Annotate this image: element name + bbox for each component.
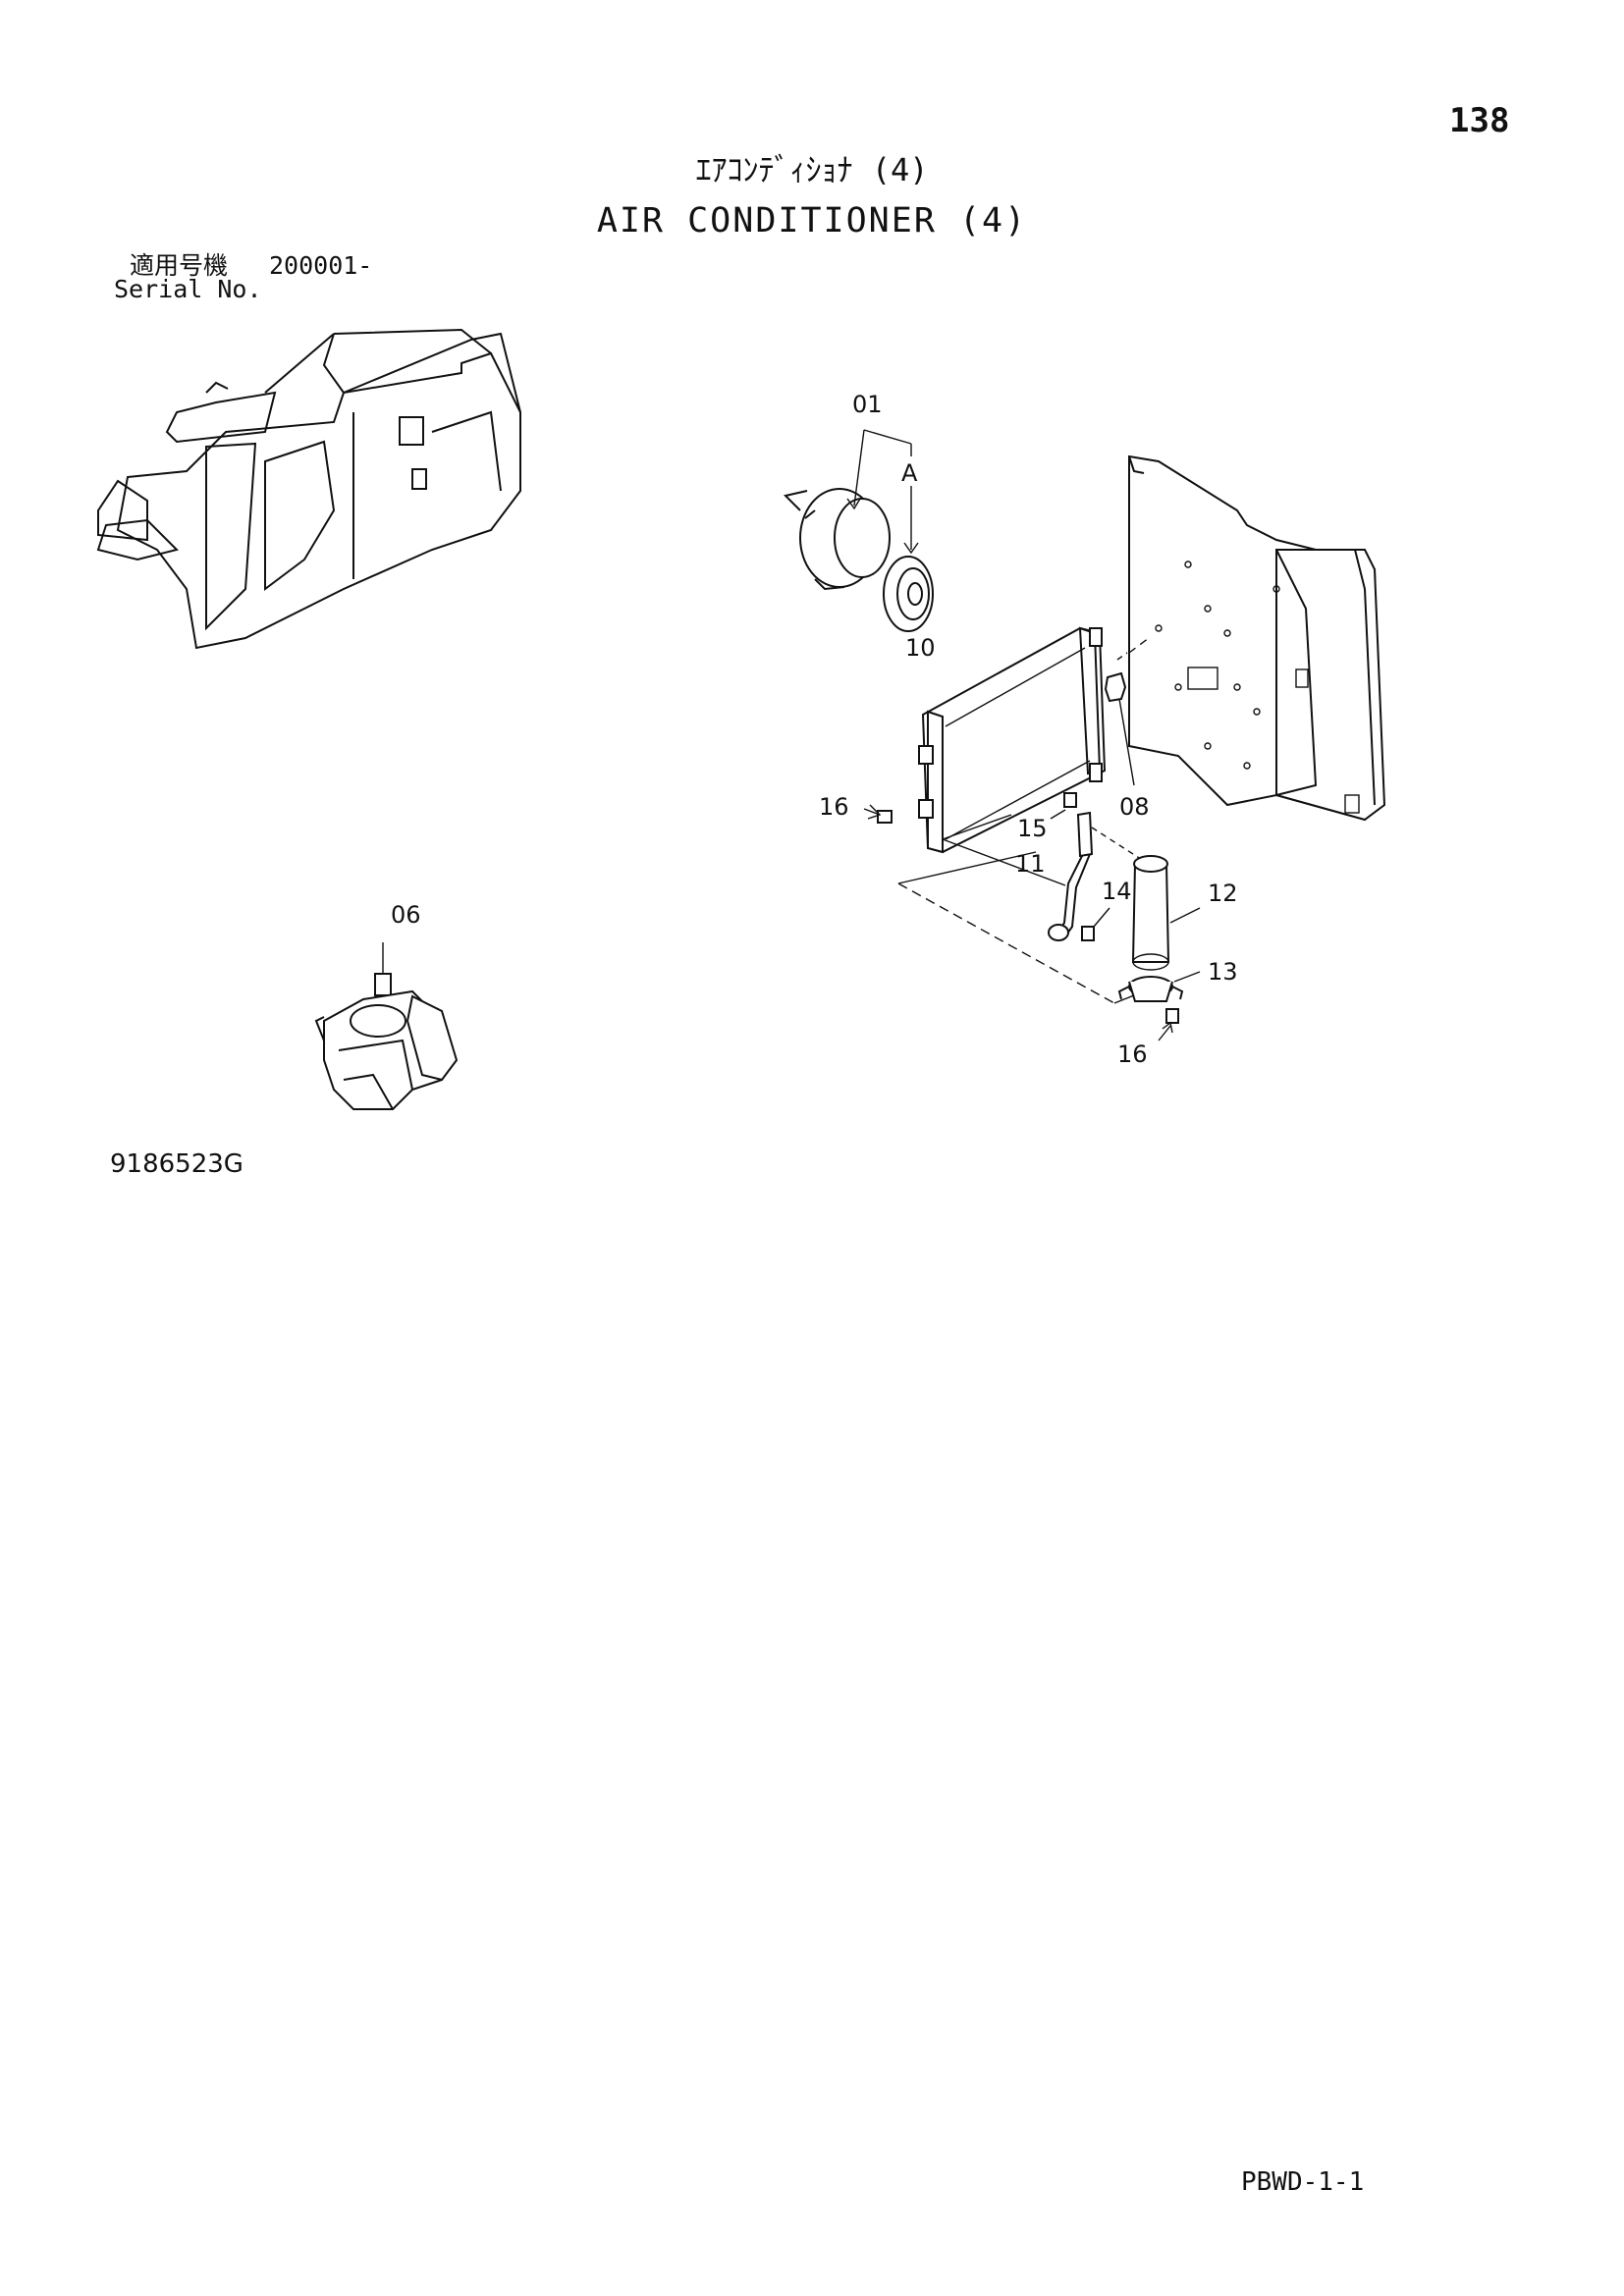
pipe-11-illustration [1048,811,1094,941]
page-title: AIR CONDITIONER (4) [596,201,1028,240]
drier-bracket-illustration [1117,971,1201,1002]
callout-16-upper: 16 [819,793,849,821]
callout-14: 14 [1102,878,1132,905]
footer-code: PBWD-1-1 [1241,2167,1365,2197]
callout-leader-01 [846,429,919,555]
serial-label-japanese: 適用号機 [130,251,229,280]
drawing-id: 9186523G [110,1149,244,1179]
callout-a: A [901,459,918,487]
bolt-15-illustration [1050,792,1077,820]
receiver-drier-illustration [1131,855,1201,971]
callout-06: 06 [391,901,421,929]
clip-08-illustration [1104,671,1135,786]
bolt-14-illustration [1081,907,1110,941]
compressor-illustration [784,488,891,591]
page-title-japanese: ｴｱｺﾝﾃﾞｨｼｮﾅ (4) [695,151,929,188]
serial-label: Serial No. [114,275,262,303]
blower-unit-illustration [314,942,459,1110]
callout-16-lower: 16 [1117,1041,1148,1068]
serial-number-value: 200001- [269,251,373,280]
bolt-16-upper-illustration [863,804,893,824]
connection-leaders [897,637,1164,1004]
mounting-panel-illustration [1128,454,1386,822]
condenser-illustration [918,626,1107,854]
excavator-overview-illustration [96,328,521,650]
callout-01: 01 [852,391,883,418]
callout-08: 08 [1119,793,1150,821]
callout-12: 12 [1208,880,1238,907]
callout-13: 13 [1208,958,1238,986]
clutch-pulley-illustration [883,556,934,632]
callout-15: 15 [1017,815,1048,842]
bolt-16-lower-illustration [1158,1008,1179,1041]
callout-11: 11 [1015,850,1046,878]
callout-10: 10 [905,634,936,662]
page-number: 138 [1449,101,1510,140]
